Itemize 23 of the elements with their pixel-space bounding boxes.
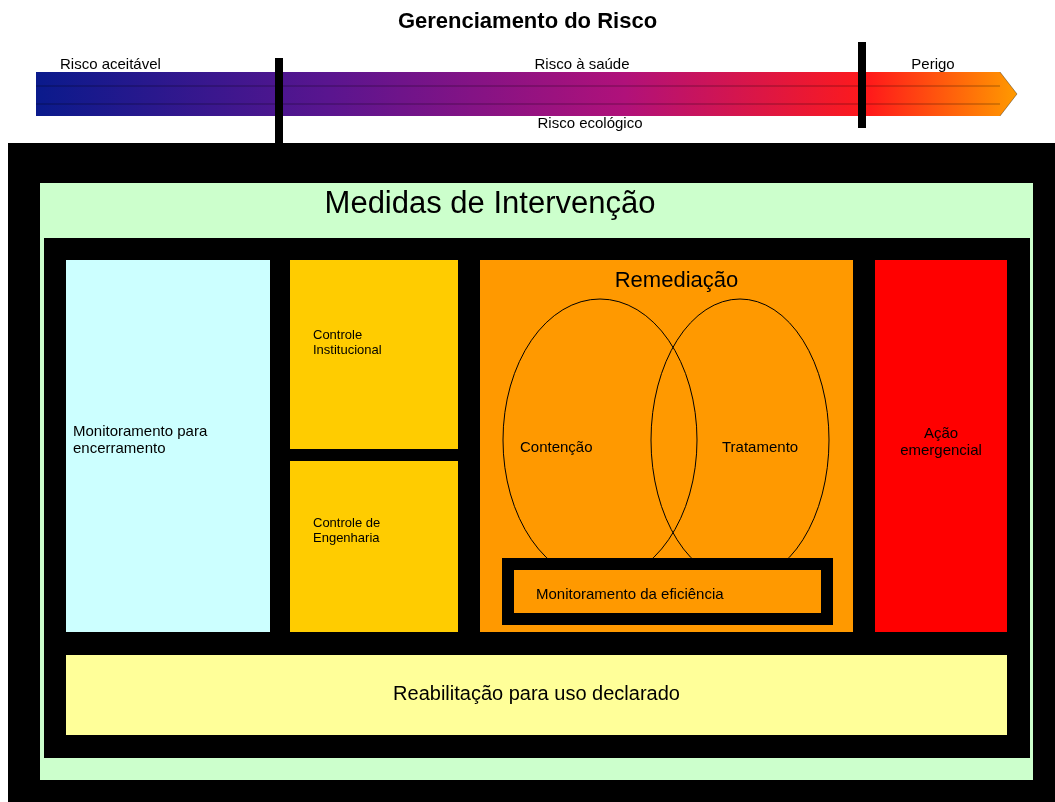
box-label: Controle de Engenharia — [313, 516, 382, 546]
scale-label: Perigo — [910, 55, 956, 73]
scale-label: Risco aceitável — [60, 55, 161, 73]
monitoring-box — [502, 558, 833, 625]
box-label: Monitoramento da eficiência — [536, 585, 725, 603]
diagram-title: Gerenciamento do Risco — [396, 8, 659, 34]
measure-box — [290, 461, 458, 632]
measure-box — [290, 260, 458, 449]
scale-label: Risco ecológico — [536, 114, 644, 132]
box-label: Remediação — [613, 267, 740, 293]
box-label: Reabilitação para uso declarado — [392, 682, 681, 705]
measure-box — [66, 260, 270, 632]
emergency-box — [875, 260, 1007, 632]
box-label: Ação emergencial — [899, 424, 983, 459]
box-label: Medidas de Intervenção — [323, 185, 657, 221]
rehabilitation-box — [66, 655, 1007, 735]
intervention-panel — [40, 183, 1033, 780]
remediation-box — [480, 260, 853, 632]
scale-label: Risco à saúde — [533, 55, 631, 73]
box-label: Tratamento — [722, 438, 800, 456]
box-label: Contenção — [520, 438, 594, 456]
box-label: Monitoramento para encerramento — [73, 422, 209, 457]
box-label: Controle Institucional — [313, 328, 383, 358]
